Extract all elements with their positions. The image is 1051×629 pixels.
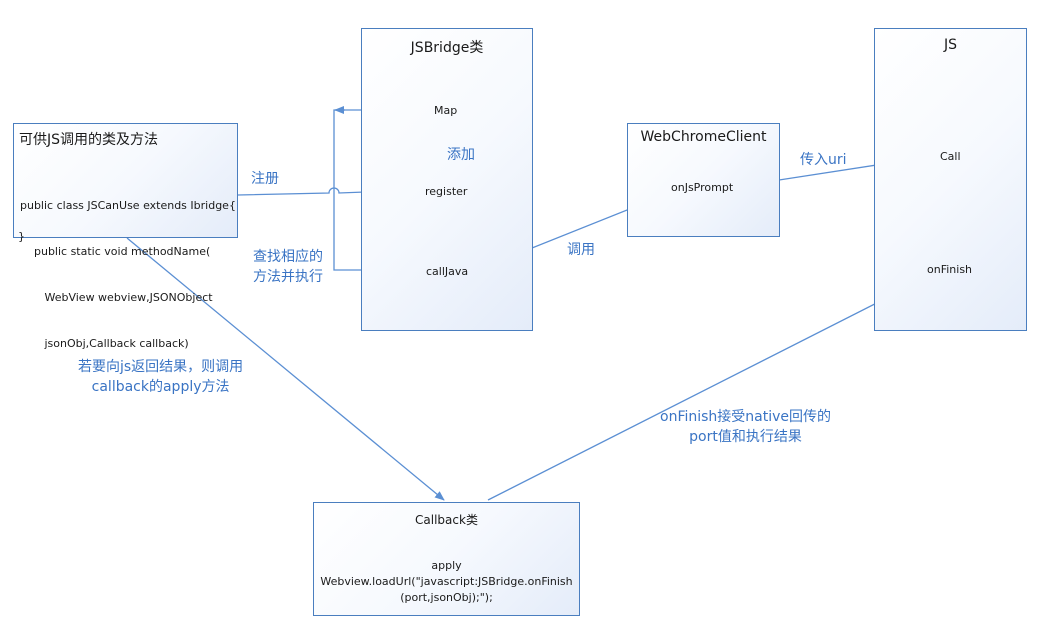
callable-title: 可供JS调用的类及方法 — [19, 132, 159, 148]
lookup-line-1: 查找相应的 — [253, 249, 323, 265]
map-label: Map — [434, 104, 458, 117]
register-label: register — [425, 185, 468, 198]
js-title: JS — [943, 37, 957, 53]
callback-line-3: (port,jsonObj);"); — [400, 590, 493, 604]
apply-arrow — [126, 237, 445, 501]
return-annotation: 若要向js返回结果，则调用 callback的apply方法 — [78, 357, 243, 398]
code-line-5: } — [18, 230, 25, 243]
lookup-line-2: 方法并执行 — [253, 269, 323, 286]
js-box: JS — [874, 28, 1027, 331]
return-line-2: callback的apply方法 — [91, 379, 230, 396]
callable-class-box: 可供JS调用的类及方法 public class JSCanUse extend… — [13, 123, 238, 350]
callback-box: Callback类 apply Webview.loadUrl("javascr… — [313, 502, 580, 616]
jsbridge-box: JSBridge类 — [361, 28, 533, 331]
callback-body: apply Webview.loadUrl("javascript:JSBrid… — [314, 558, 579, 606]
onfinish-line-2: port值和执行结果 — [689, 429, 802, 446]
uri-annotation: 传入uri — [800, 152, 847, 168]
onfinish-label: onFinish — [927, 263, 973, 276]
callback-line-1: apply — [431, 559, 462, 572]
code-line-3: WebView webview,JSONObject — [20, 291, 213, 305]
jsbridge-title: JSBridge类 — [410, 40, 484, 56]
onfinish-line-1: onFinish接受native回传的 — [660, 409, 832, 425]
onfinish-annotation: onFinish接受native回传的 port值和执行结果 — [660, 407, 831, 448]
code-line-1: public class JSCanUse extends Ibridge{ — [20, 198, 236, 212]
lookup-annotation: 查找相应的 方法并执行 — [253, 247, 323, 288]
callback-title: Callback类 — [415, 513, 478, 527]
onfinish-arrow — [487, 277, 927, 501]
callback-line-2: Webview.loadUrl("javascript:JSBridge.onF… — [320, 574, 573, 588]
add-annotation: 添加 — [447, 147, 475, 163]
calljava-label: callJava — [426, 265, 469, 278]
webchromeclient-box: WebChromeClient — [627, 123, 780, 237]
webchromeclient-title: WebChromeClient — [640, 129, 767, 145]
register-annotation: 注册 — [251, 171, 279, 187]
callable-code: public class JSCanUse extends Ibridge{ p… — [20, 167, 236, 382]
return-line-1: 若要向js返回结果，则调用 — [78, 359, 244, 375]
call-label: Call — [940, 150, 961, 163]
invoke-annotation: 调用 — [567, 242, 595, 258]
onjsprompt-label: onJsPrompt — [671, 181, 734, 194]
code-line-4: jsonObj,Callback callback) — [20, 337, 189, 351]
code-line-2: public static void methodName( — [20, 244, 211, 258]
